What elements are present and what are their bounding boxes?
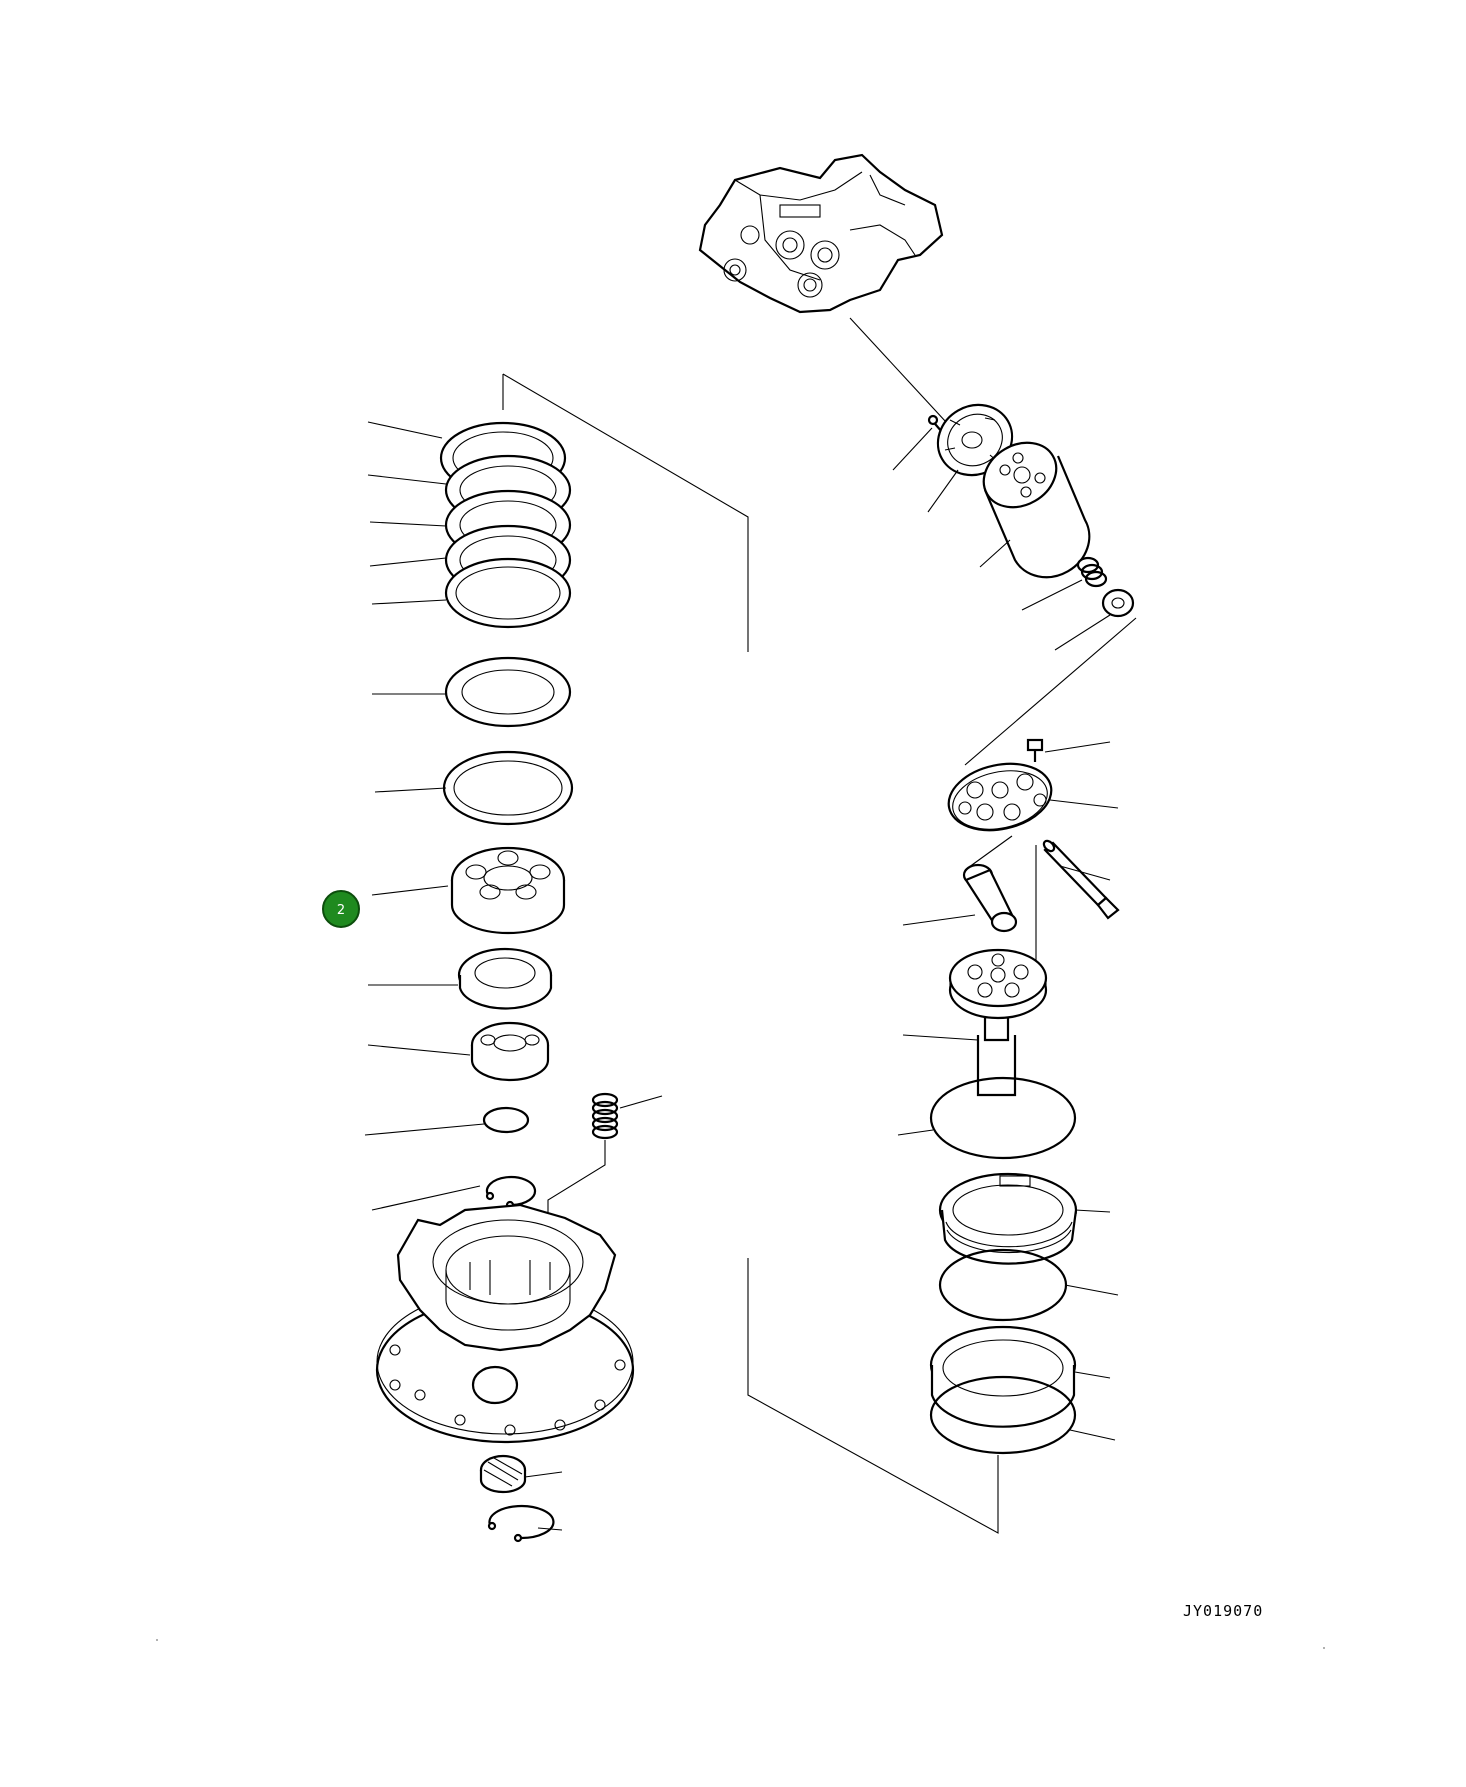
leader-line — [1049, 799, 1119, 809]
oil-seal-part — [457, 947, 553, 1010]
retainer-plate-part — [947, 762, 1053, 832]
callout-badge-circle[interactable] — [322, 890, 360, 928]
leader-line — [979, 539, 1011, 568]
leader-line — [371, 599, 447, 605]
screw-part — [1026, 738, 1044, 762]
leader-line — [964, 617, 1137, 766]
bearing-ring-part — [929, 1325, 1077, 1428]
assembly-bracket-line — [747, 1258, 999, 1534]
drawing-code-label: JY019070 — [1183, 1602, 1263, 1620]
disc-plate-part — [929, 1076, 1077, 1160]
leader-line — [369, 557, 447, 567]
assembly-bracket-line — [502, 373, 749, 652]
friction-plate-part — [444, 656, 572, 728]
valve-block-part — [698, 153, 944, 314]
small-bearing-part — [470, 1021, 550, 1082]
leader-line — [367, 421, 443, 439]
artifact-dot — [1323, 1647, 1325, 1649]
spring-part — [591, 1092, 619, 1140]
leader-line — [1021, 579, 1083, 611]
leader-line — [927, 469, 959, 513]
leader-line — [1069, 1429, 1116, 1441]
callout-badge[interactable]: 2 — [322, 890, 360, 928]
leader-line — [374, 787, 447, 793]
cylinder-block-part — [982, 441, 1091, 579]
leader-line — [1044, 741, 1111, 753]
snap-ring-part — [482, 1106, 530, 1134]
roller-bearing-part — [450, 846, 566, 935]
leader-line — [892, 427, 933, 471]
leader-line — [369, 521, 447, 527]
circlip-part — [487, 1504, 555, 1543]
collar-part — [1101, 588, 1135, 618]
leader-line — [524, 1471, 563, 1478]
callout-badge-label: 2 — [337, 903, 345, 918]
leader-line — [849, 317, 959, 436]
leader-line — [1054, 614, 1111, 651]
threaded-collar-part — [938, 1172, 1078, 1265]
leader-line — [1074, 1209, 1111, 1213]
spline-nut-part — [479, 1454, 527, 1494]
leader-line — [537, 1527, 563, 1531]
retaining-ring-part — [485, 1175, 537, 1210]
leader-line — [897, 1129, 934, 1136]
leader-line — [619, 1095, 663, 1109]
leader-line — [902, 914, 976, 926]
leader-line — [364, 1123, 485, 1136]
leader-line — [367, 1044, 471, 1056]
lower-ring-part — [929, 1375, 1077, 1455]
separator-plate-part — [442, 750, 574, 826]
gear-shaft-part — [948, 948, 1048, 1097]
leader-line — [371, 885, 449, 896]
spring-part — [1076, 556, 1108, 588]
friction-plate-stack-part — [439, 421, 572, 629]
leader-line — [964, 835, 1013, 871]
leader-line — [367, 474, 447, 485]
artifact-dot — [156, 1639, 158, 1641]
leader-line — [1064, 1284, 1119, 1296]
leader-line — [1074, 1371, 1111, 1379]
leader-line — [1059, 865, 1111, 881]
housing-part — [375, 1203, 635, 1444]
piston-rod-part — [1042, 839, 1120, 920]
leader-line — [371, 1185, 481, 1211]
leader-line — [902, 1034, 979, 1041]
piston-part — [962, 863, 1018, 933]
